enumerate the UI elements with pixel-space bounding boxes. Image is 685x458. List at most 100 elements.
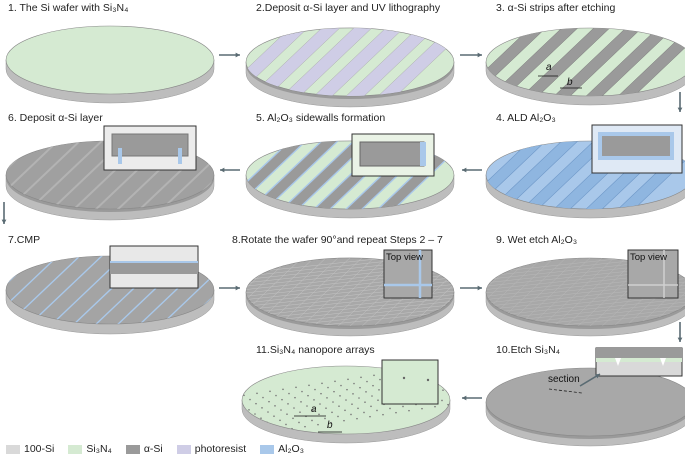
flow-arrow-head bbox=[477, 285, 482, 291]
pore-dot bbox=[359, 386, 361, 389]
section-pore bbox=[615, 358, 621, 366]
flow-arrow-head bbox=[477, 52, 482, 58]
legend-swatch bbox=[6, 444, 20, 454]
pore-dot bbox=[389, 407, 391, 410]
legend-label: Al₂O₃ bbox=[278, 443, 304, 455]
legend-label: 100-Si bbox=[24, 443, 55, 455]
inset-box bbox=[627, 249, 679, 299]
wafer-step-10 bbox=[485, 367, 685, 447]
dim-b-label: b bbox=[567, 77, 573, 88]
pore-dot bbox=[330, 421, 332, 424]
pore-dot bbox=[317, 423, 319, 426]
legend-item: Al₂O₃ bbox=[260, 443, 304, 455]
pore-dot bbox=[314, 388, 316, 391]
pore-dot bbox=[285, 423, 287, 426]
pore-dot bbox=[261, 407, 263, 409]
legend-swatch bbox=[176, 444, 191, 454]
flow-arrow-head bbox=[677, 107, 683, 112]
pore-dot bbox=[274, 405, 276, 407]
grid-line bbox=[245, 257, 454, 278]
stripe bbox=[486, 141, 583, 209]
pore-dot bbox=[449, 383, 450, 385]
stripe bbox=[278, 140, 374, 210]
dim-a-label-11: a bbox=[311, 404, 317, 415]
grid-line bbox=[245, 306, 454, 327]
pore-dot bbox=[353, 382, 355, 385]
pore-dot bbox=[320, 392, 322, 395]
pore-dot bbox=[287, 403, 289, 405]
pore-dot bbox=[288, 392, 290, 395]
inset-frame bbox=[627, 249, 679, 299]
legend-item: 100-Si bbox=[6, 443, 54, 455]
pore-dot bbox=[265, 431, 267, 434]
pore-dot bbox=[347, 378, 349, 381]
thin-line bbox=[157, 141, 214, 209]
step-3-label: 3. α-Si strips after etching bbox=[496, 2, 616, 14]
pore-dot bbox=[292, 417, 294, 420]
thin-line bbox=[393, 257, 454, 327]
stripe-edge bbox=[245, 140, 295, 210]
thin-line bbox=[6, 141, 63, 209]
wafer-step-9 bbox=[485, 257, 685, 337]
legend-item: α-Si bbox=[125, 443, 163, 455]
pore-dot bbox=[306, 405, 308, 407]
pore-dot bbox=[331, 411, 333, 414]
step-2-label: 2.Deposit α-Si layer and UV lithography bbox=[256, 2, 441, 14]
step-4-label: 4. ALD Al₂O₃ bbox=[496, 112, 556, 124]
pore-dot bbox=[294, 396, 296, 399]
pore-dot bbox=[441, 399, 443, 402]
pore-dot bbox=[473, 400, 475, 402]
pore-dot bbox=[230, 397, 232, 399]
pore-dot bbox=[369, 415, 371, 418]
pore-dot bbox=[382, 413, 384, 416]
pore-dot bbox=[340, 384, 342, 387]
pore-dot bbox=[356, 417, 358, 420]
section-sin bbox=[596, 358, 682, 362]
wafer-step-1 bbox=[5, 25, 215, 104]
inset-pore bbox=[402, 376, 406, 380]
step-5-label: 5. Al₂O₃ sidewalls formation bbox=[256, 112, 386, 124]
inset-sidewall bbox=[420, 142, 426, 166]
pore-dot bbox=[363, 411, 365, 414]
inset-box bbox=[351, 133, 435, 177]
pore-dot bbox=[312, 409, 314, 411]
pore-dot bbox=[339, 395, 341, 397]
pore-dot bbox=[351, 403, 353, 405]
inset-wall bbox=[178, 148, 182, 164]
stripe bbox=[613, 28, 685, 96]
thin-line bbox=[297, 257, 379, 327]
pore-dot bbox=[345, 399, 347, 401]
pore-dot bbox=[372, 384, 374, 387]
pore-dot bbox=[293, 407, 295, 409]
wafer-step-4 bbox=[485, 140, 685, 219]
pore-dot bbox=[327, 386, 329, 389]
step-10-label: 10.Etch Si₃N₄ bbox=[496, 344, 561, 356]
flow-arrow-head bbox=[595, 374, 600, 379]
pore-dot bbox=[300, 401, 302, 403]
pore-dot bbox=[358, 397, 360, 399]
top-view-label-9: Top view bbox=[630, 252, 667, 263]
pore-dot bbox=[434, 405, 436, 408]
pore-dot bbox=[311, 419, 313, 422]
wafer-pattern bbox=[486, 141, 685, 209]
inset-box bbox=[591, 124, 683, 174]
pore-dot bbox=[370, 405, 372, 408]
thin-line bbox=[486, 258, 547, 326]
thin-line bbox=[157, 256, 214, 324]
pore-dot bbox=[352, 393, 354, 395]
pore-dot bbox=[308, 384, 310, 387]
stripe bbox=[517, 28, 615, 96]
grid-line bbox=[245, 257, 454, 275]
step-11-label: 11.Si₃N₄ nanopore arrays bbox=[256, 344, 375, 356]
pore-dot bbox=[273, 415, 275, 417]
flow-arrow-head bbox=[462, 167, 467, 173]
inset-box bbox=[381, 359, 439, 405]
thin-line bbox=[245, 257, 307, 327]
inset-layer bbox=[111, 133, 189, 157]
pore-dot bbox=[360, 376, 362, 379]
thin-line bbox=[645, 258, 685, 326]
pore-dot bbox=[454, 398, 456, 400]
